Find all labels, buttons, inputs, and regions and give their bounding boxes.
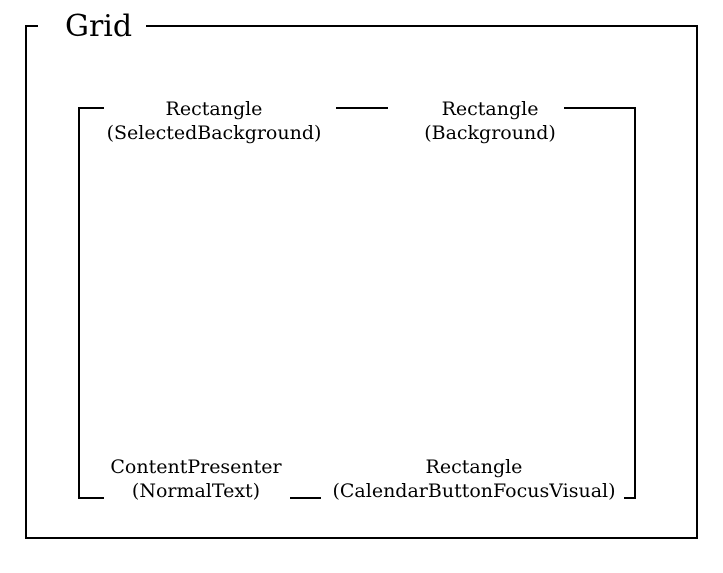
node-type: Rectangle bbox=[165, 98, 263, 120]
node-part: (NormalText) bbox=[131, 480, 261, 502]
child-box-bottom-edge-segment-middle bbox=[290, 497, 321, 499]
node-part: (CalendarButtonFocusVisual) bbox=[332, 480, 616, 502]
grid-container-border bbox=[25, 25, 698, 539]
node-label-calendar-button-focus-visual: Rectangle (CalendarButtonFocusVisual) bbox=[332, 455, 616, 503]
node-type: Rectangle bbox=[441, 98, 539, 120]
node-type: ContentPresenter bbox=[110, 456, 282, 478]
child-box-top-edge-segment-middle bbox=[336, 107, 388, 109]
node-label-background: Rectangle (Background) bbox=[424, 97, 556, 145]
child-box-top-edge-segment-left bbox=[78, 107, 104, 109]
node-part: (SelectedBackground) bbox=[106, 122, 322, 144]
grid-container-label: Grid bbox=[38, 10, 147, 44]
child-box-left-edge bbox=[78, 107, 80, 499]
node-type: Rectangle bbox=[425, 456, 523, 478]
child-box-bottom-edge-segment-left bbox=[78, 497, 104, 499]
node-label-normal-text: ContentPresenter (NormalText) bbox=[110, 455, 282, 503]
child-box-right-edge bbox=[634, 107, 636, 499]
node-part: (Background) bbox=[424, 122, 556, 144]
child-box-bottom-edge-segment-right bbox=[624, 497, 636, 499]
child-box-top-edge-segment-right bbox=[564, 107, 636, 109]
node-label-selected-background: Rectangle (SelectedBackground) bbox=[106, 97, 322, 145]
